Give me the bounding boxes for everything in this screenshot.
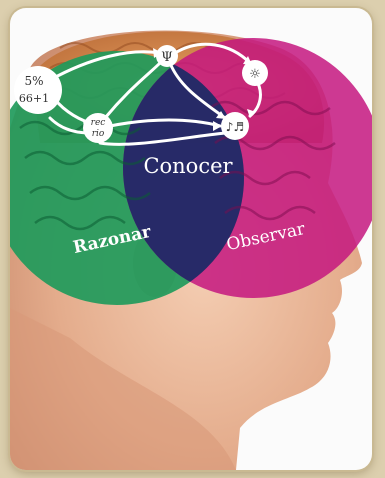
node-top-right: ☼ bbox=[242, 60, 268, 86]
svg-text:rio: rio bbox=[92, 129, 105, 139]
svg-text:rec: rec bbox=[91, 118, 106, 128]
node-left: 5% 66+1 bbox=[14, 66, 62, 114]
head-illustration: Ψ ☼ ♪♬ 5% 66+1 rec rio Conocer Razonar O… bbox=[10, 8, 372, 470]
svg-text:Ψ: Ψ bbox=[161, 50, 172, 65]
label-conocer: Conocer bbox=[143, 154, 233, 178]
svg-text:♪♬: ♪♬ bbox=[226, 120, 244, 134]
node-middle-right: ♪♬ bbox=[221, 112, 249, 140]
svg-text:☼: ☼ bbox=[249, 67, 261, 82]
node-top: Ψ bbox=[156, 45, 178, 67]
node-middle-left: rec rio bbox=[83, 113, 113, 143]
image-card: Ψ ☼ ♪♬ 5% 66+1 rec rio Conocer Razonar O… bbox=[10, 8, 372, 470]
svg-text:66+1: 66+1 bbox=[19, 92, 49, 105]
svg-text:5%: 5% bbox=[24, 74, 43, 88]
